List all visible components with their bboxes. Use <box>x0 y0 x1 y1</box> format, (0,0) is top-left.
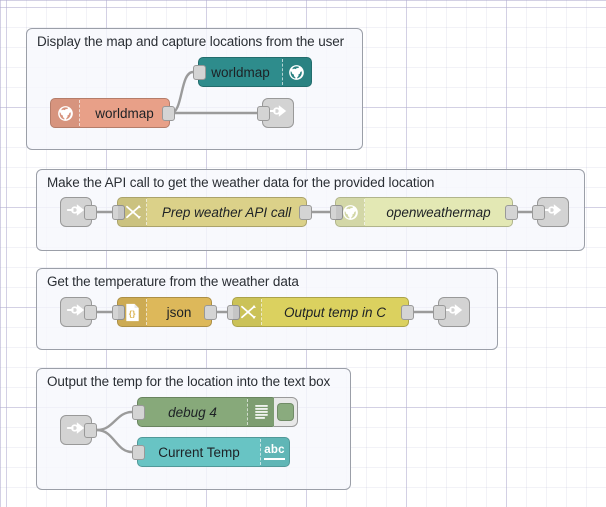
link-in-icon <box>66 201 86 224</box>
abc-icon: abc <box>260 438 289 466</box>
port-in-debug-4[interactable] <box>132 405 145 420</box>
group-label-temp: Get the temperature from the weather dat… <box>47 274 299 289</box>
debug-toggle[interactable] <box>274 397 298 427</box>
globe-icon <box>51 99 80 127</box>
globe-icon <box>282 58 311 86</box>
function-icon <box>118 198 147 226</box>
svg-text:{}: {} <box>129 308 136 318</box>
json-icon: {} <box>118 298 147 326</box>
port-out-json[interactable] <box>204 305 217 320</box>
group-box-map[interactable]: Display the map and capture locations fr… <box>26 28 363 150</box>
port-in-openweathermap[interactable] <box>330 205 343 220</box>
debug-list-icon <box>247 398 276 426</box>
link-out-icon <box>543 201 563 224</box>
port-in-link-out-api[interactable] <box>532 205 545 220</box>
node-label-debug-4: debug 4 <box>168 404 217 420</box>
node-link-in-temp[interactable] <box>60 297 97 327</box>
port-in-prep-weather[interactable] <box>112 205 125 220</box>
port-out-openweathermap[interactable] <box>505 205 518 220</box>
node-prep-weather[interactable]: Prep weather API call <box>112 197 312 227</box>
port-in-current-temp[interactable] <box>132 445 145 460</box>
node-link-out-temp[interactable] <box>433 297 470 327</box>
port-in-worldmap-out[interactable] <box>193 65 206 80</box>
node-link-out-api[interactable] <box>532 197 569 227</box>
port-out-link-in-output[interactable] <box>84 423 97 438</box>
link-in-icon <box>66 419 86 442</box>
port-out-prep-weather[interactable] <box>299 205 312 220</box>
node-link-out-map[interactable] <box>257 98 294 128</box>
port-in-output-temp-c[interactable] <box>227 305 240 320</box>
node-label-output-temp-c: Output temp in C <box>283 304 387 320</box>
port-out-worldmap-in[interactable] <box>162 106 175 121</box>
node-json[interactable]: {} json <box>112 297 217 327</box>
node-label-current-temp: Current Temp <box>158 444 240 460</box>
port-out-output-temp-c[interactable] <box>401 305 414 320</box>
link-out-icon <box>268 102 288 125</box>
link-out-icon <box>444 301 464 324</box>
abc-icon-text: abc <box>264 444 285 460</box>
node-debug-4[interactable]: debug 4 <box>132 397 298 427</box>
port-in-link-out-temp[interactable] <box>433 305 446 320</box>
globe-icon <box>336 198 365 226</box>
group-label-output: Output the temp for the location into th… <box>47 374 331 389</box>
node-label-worldmap-in: worldmap <box>95 105 154 121</box>
port-out-link-in-api[interactable] <box>84 205 97 220</box>
node-openweathermap[interactable]: openweathermap <box>330 197 518 227</box>
node-current-temp[interactable]: Current Temp abc <box>132 437 290 467</box>
group-label-map: Display the map and capture locations fr… <box>37 34 345 49</box>
port-out-link-in-temp[interactable] <box>84 305 97 320</box>
node-worldmap-out[interactable]: worldmap <box>193 57 312 87</box>
debug-toggle-indicator <box>277 403 294 421</box>
node-label-worldmap-out: worldmap <box>211 64 270 80</box>
node-link-in-api[interactable] <box>60 197 97 227</box>
node-label-json: json <box>166 304 192 320</box>
function-icon <box>233 298 262 326</box>
link-in-icon <box>66 301 86 324</box>
port-in-json[interactable] <box>112 305 125 320</box>
port-in-link-out-map[interactable] <box>257 106 270 121</box>
node-label-openweathermap: openweathermap <box>386 204 491 220</box>
node-link-in-output[interactable] <box>60 415 97 445</box>
node-worldmap-in[interactable]: worldmap <box>50 98 175 128</box>
node-output-temp-c[interactable]: Output temp in C <box>227 297 414 327</box>
group-label-api: Make the API call to get the weather dat… <box>47 175 435 190</box>
node-label-prep-weather: Prep weather API call <box>161 204 292 220</box>
